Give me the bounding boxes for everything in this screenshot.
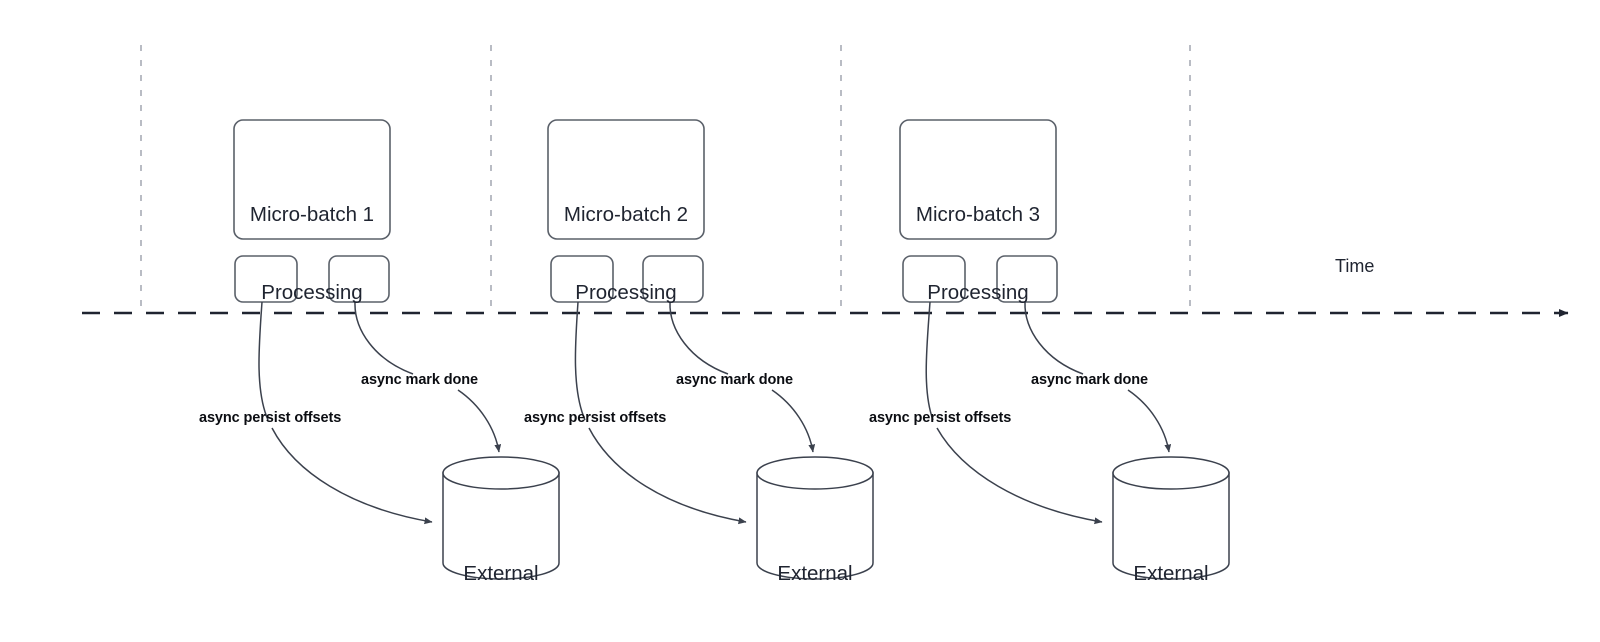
micro-batch-3-group [899,119,1230,580]
micro-batch-3-async-persist-offsets-arrow-tail [936,427,1103,525]
micro-batch-1-async-persist-offsets-arrow-tail [271,427,433,525]
micro-batch-1-mark-done-task[interactable] [328,255,390,303]
micro-batch-2-box[interactable] [547,119,705,240]
micro-batch-2-async-mark-done-arrow-tail [771,389,816,453]
micro-batch-2-async-mark-done-arrow [669,301,729,375]
boundary-guides [140,45,1191,315]
micro-batch-3-async-mark-done-arrow [1024,301,1084,375]
micro-batch-2-group [547,119,874,580]
micro-batch-3-async-mark-done-arrow-tail [1127,389,1172,453]
external-storage-1[interactable] [442,456,560,580]
micro-batch-1-box[interactable] [233,119,391,240]
micro-batch-1-async-mark-done-arrow-tail [457,389,502,453]
micro-batch-2-async-persist-offsets-arrow-tail [588,427,747,525]
micro-batch-2-mark-done-task[interactable] [642,255,704,303]
external-storage-2[interactable] [756,456,874,580]
micro-batch-3-persist-offsets-task[interactable] [902,255,966,303]
micro-batch-1-async-persist-offsets-arrow [258,301,269,421]
micro-batch-3-async-persist-offsets-arrow [925,301,934,421]
micro-batch-2-async-persist-offsets-arrow [574,301,586,421]
micro-batch-3-mark-done-task[interactable] [996,255,1058,303]
micro-batch-1-group [233,119,560,580]
micro-batch-1-async-mark-done-arrow [354,301,414,375]
external-storage-3[interactable] [1112,456,1230,580]
micro-batch-2-persist-offsets-task[interactable] [550,255,614,303]
micro-batch-3-box[interactable] [899,119,1057,240]
micro-batch-1-persist-offsets-task[interactable] [234,255,298,303]
